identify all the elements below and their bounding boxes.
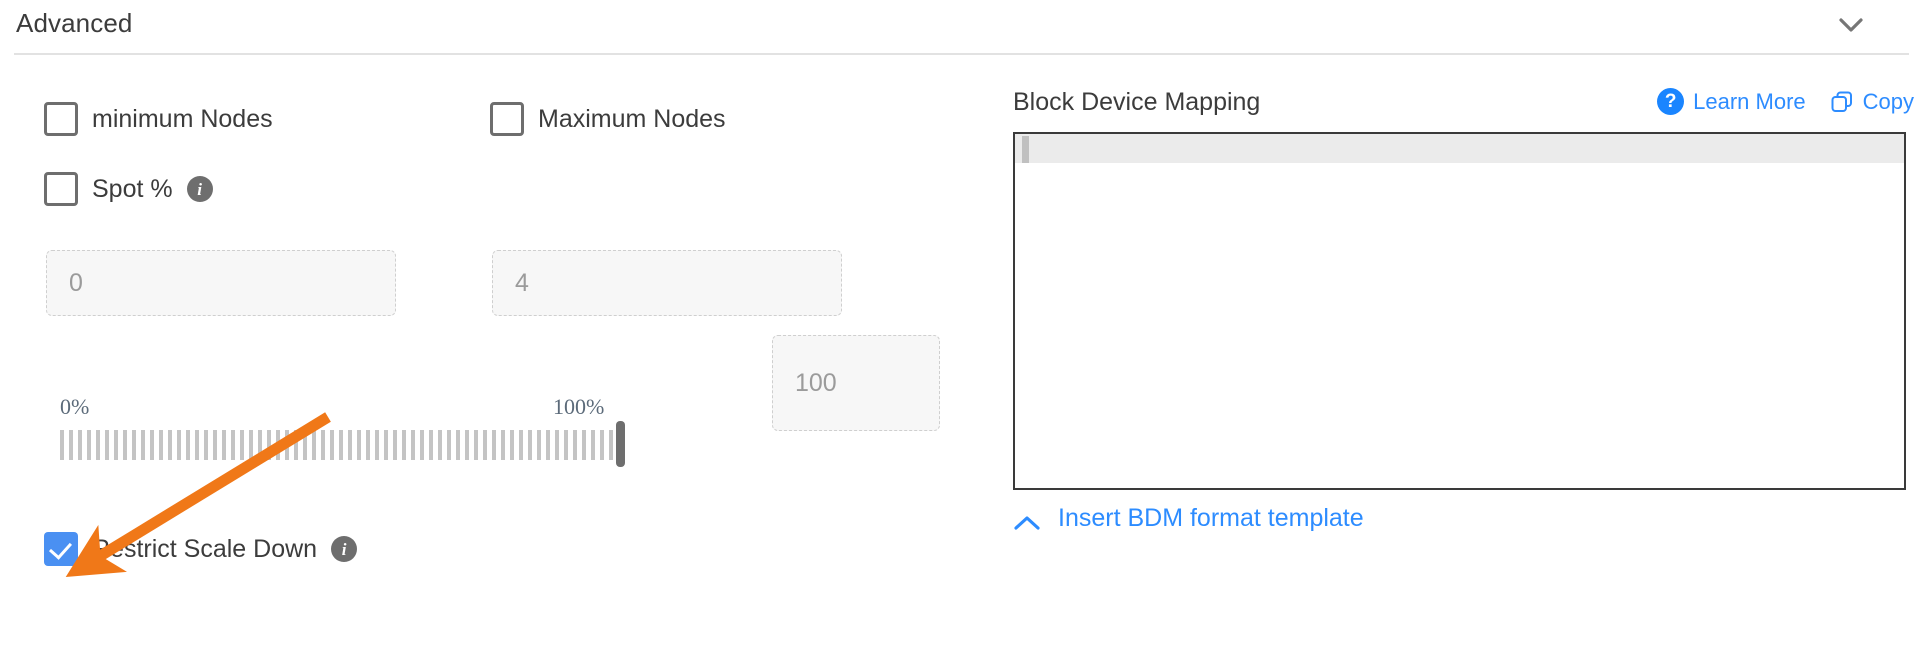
bdm-actions: ? Learn More Copy <box>1657 88 1914 115</box>
chevron-down-icon[interactable] <box>1834 8 1868 42</box>
insert-bdm-template-label: Insert BDM format template <box>1058 504 1364 532</box>
slider-track[interactable] <box>60 430 622 460</box>
slider-max-label: 100% <box>553 394 605 419</box>
left-column: minimum Nodes 0 Maximum Nodes 4 Spot % i <box>0 54 970 656</box>
header-divider <box>14 53 1909 55</box>
copy-button[interactable]: Copy <box>1830 89 1914 115</box>
spot-percent-checkbox-row[interactable]: Spot % i <box>44 172 213 206</box>
restrict-scale-down-checkbox[interactable] <box>44 532 78 566</box>
minimum-nodes-input[interactable]: 0 <box>46 250 396 316</box>
info-icon[interactable]: i <box>186 176 213 202</box>
field-maximum-nodes: Maximum Nodes <box>490 102 726 136</box>
maximum-nodes-input-value: 4 <box>515 268 529 297</box>
editor-active-line <box>1015 134 1904 163</box>
minimum-nodes-input-value: 0 <box>69 268 83 297</box>
maximum-nodes-checkbox[interactable] <box>490 102 524 136</box>
spot-percent-slider[interactable]: 0% 100% <box>60 394 640 494</box>
copy-icon <box>1830 90 1854 114</box>
insert-bdm-template-link[interactable]: Insert BDM format template <box>1013 504 1364 533</box>
maximum-nodes-checkbox-row[interactable]: Maximum Nodes <box>490 102 726 136</box>
maximum-nodes-label: Maximum Nodes <box>538 104 726 133</box>
restrict-scale-down-checkbox-row[interactable]: Restrict Scale Down i <box>44 532 358 566</box>
copy-label: Copy <box>1862 88 1914 114</box>
section-header: Advanced <box>0 0 1920 54</box>
field-minimum-nodes: minimum Nodes <box>44 102 273 136</box>
field-spot-percent: Spot % i <box>44 172 213 206</box>
bdm-code-editor[interactable] <box>1013 132 1906 490</box>
minimum-nodes-checkbox-row[interactable]: minimum Nodes <box>44 102 273 136</box>
slider-min-label: 0% <box>60 394 90 419</box>
spot-percent-value-input[interactable]: 100 <box>772 335 940 431</box>
block-device-mapping-title: Block Device Mapping <box>1013 88 1261 116</box>
page-title: Advanced <box>16 8 133 38</box>
spot-percent-value: 100 <box>795 368 837 397</box>
help-circle-icon: ? <box>1657 88 1685 115</box>
spot-percent-label: Spot % <box>92 174 173 203</box>
field-restrict-scale-down: Restrict Scale Down i <box>44 532 358 566</box>
maximum-nodes-input[interactable]: 4 <box>492 250 842 316</box>
minimum-nodes-label: minimum Nodes <box>92 104 273 133</box>
block-device-mapping-panel: Block Device Mapping ? Learn More Copy <box>1000 54 1920 656</box>
editor-gutter-marker <box>1022 136 1029 163</box>
info-icon[interactable]: i <box>331 536 358 562</box>
restrict-scale-down-label: Restrict Scale Down <box>92 534 318 563</box>
chevron-up-icon <box>1013 510 1041 530</box>
spot-percent-checkbox[interactable] <box>44 172 78 206</box>
minimum-nodes-checkbox[interactable] <box>44 102 78 136</box>
learn-more-label: Learn More <box>1693 88 1806 114</box>
slider-thumb[interactable] <box>616 421 625 467</box>
learn-more-link[interactable]: ? Learn More <box>1657 88 1806 115</box>
